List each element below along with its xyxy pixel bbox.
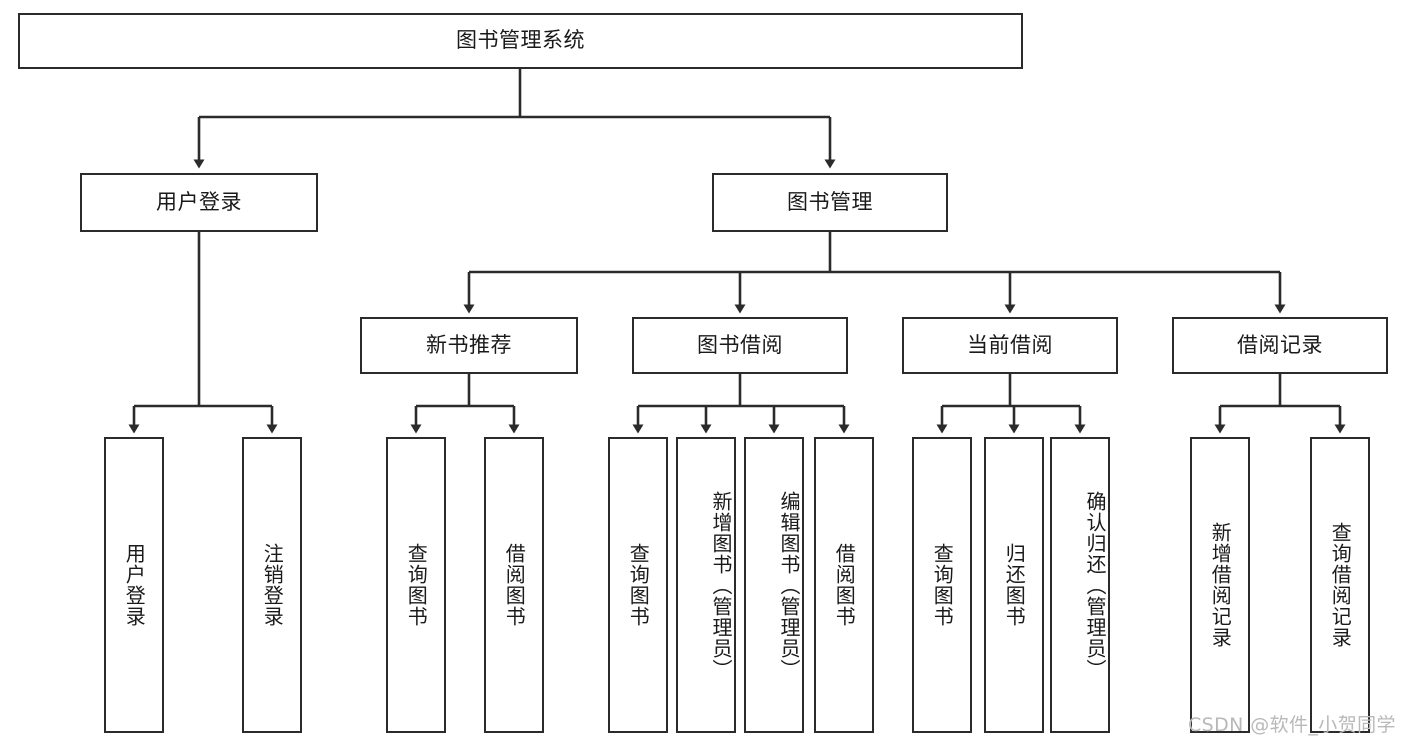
node-new-book-recommend[interactable]: 新书推荐: [360, 317, 578, 374]
node-leaf-borrow-book-1-label: 借阅图书: [502, 543, 527, 627]
node-leaf-confirm-return-admin-label: 确认归还（管理员）: [1083, 490, 1107, 680]
node-book-borrow-label: 图书借阅: [697, 332, 783, 357]
node-leaf-query-book-3-label: 查询图书: [930, 543, 955, 627]
node-leaf-user-logout-label: 注销登录: [260, 543, 285, 627]
node-leaf-query-borrow-record[interactable]: 查询借阅记录: [1310, 437, 1370, 733]
node-new-book-recommend-label: 新书推荐: [426, 332, 512, 357]
node-leaf-user-logout[interactable]: 注销登录: [242, 437, 302, 733]
node-leaf-add-borrow-record[interactable]: 新增借阅记录: [1190, 437, 1250, 733]
node-borrow-record-label: 借阅记录: [1237, 332, 1323, 357]
node-user-login-label: 用户登录: [156, 189, 242, 214]
node-leaf-edit-book-admin[interactable]: 编辑图书（管理员）: [744, 437, 804, 733]
node-current-borrow-label: 当前借阅: [967, 332, 1053, 357]
node-leaf-return-book-label: 归还图书: [1002, 543, 1027, 627]
node-leaf-add-book-admin[interactable]: 新增图书（管理员）: [676, 437, 736, 733]
node-leaf-query-borrow-record-label: 查询借阅记录: [1328, 522, 1353, 648]
node-leaf-query-book-2[interactable]: 查询图书: [608, 437, 668, 733]
node-leaf-query-book-1-label: 查询图书: [404, 543, 429, 627]
node-leaf-add-book-admin-label: 新增图书（管理员）: [709, 490, 733, 680]
node-leaf-borrow-book-2[interactable]: 借阅图书: [814, 437, 874, 733]
node-leaf-user-login[interactable]: 用户登录: [104, 437, 164, 733]
node-leaf-query-book-1[interactable]: 查询图书: [386, 437, 446, 733]
node-borrow-record[interactable]: 借阅记录: [1172, 317, 1388, 374]
node-leaf-user-login-label: 用户登录: [122, 543, 147, 627]
node-leaf-edit-book-admin-label: 编辑图书（管理员）: [777, 490, 801, 680]
node-root-label: 图书管理系统: [456, 28, 585, 53]
node-book-manage[interactable]: 图书管理: [712, 173, 948, 232]
node-leaf-query-book-2-label: 查询图书: [626, 543, 651, 627]
node-current-borrow[interactable]: 当前借阅: [902, 317, 1118, 374]
node-book-manage-label: 图书管理: [787, 189, 873, 214]
node-leaf-confirm-return-admin[interactable]: 确认归还（管理员）: [1050, 437, 1110, 733]
node-leaf-add-borrow-record-label: 新增借阅记录: [1208, 522, 1233, 648]
node-leaf-borrow-book-1[interactable]: 借阅图书: [484, 437, 544, 733]
node-user-login[interactable]: 用户登录: [80, 173, 318, 232]
csdn-watermark: CSDN @软件_小贺同学: [1188, 714, 1396, 736]
node-leaf-query-book-3[interactable]: 查询图书: [912, 437, 972, 733]
node-leaf-return-book[interactable]: 归还图书: [984, 437, 1044, 733]
node-root[interactable]: 图书管理系统: [18, 13, 1023, 69]
node-book-borrow[interactable]: 图书借阅: [632, 317, 848, 374]
node-leaf-borrow-book-2-label: 借阅图书: [832, 543, 857, 627]
